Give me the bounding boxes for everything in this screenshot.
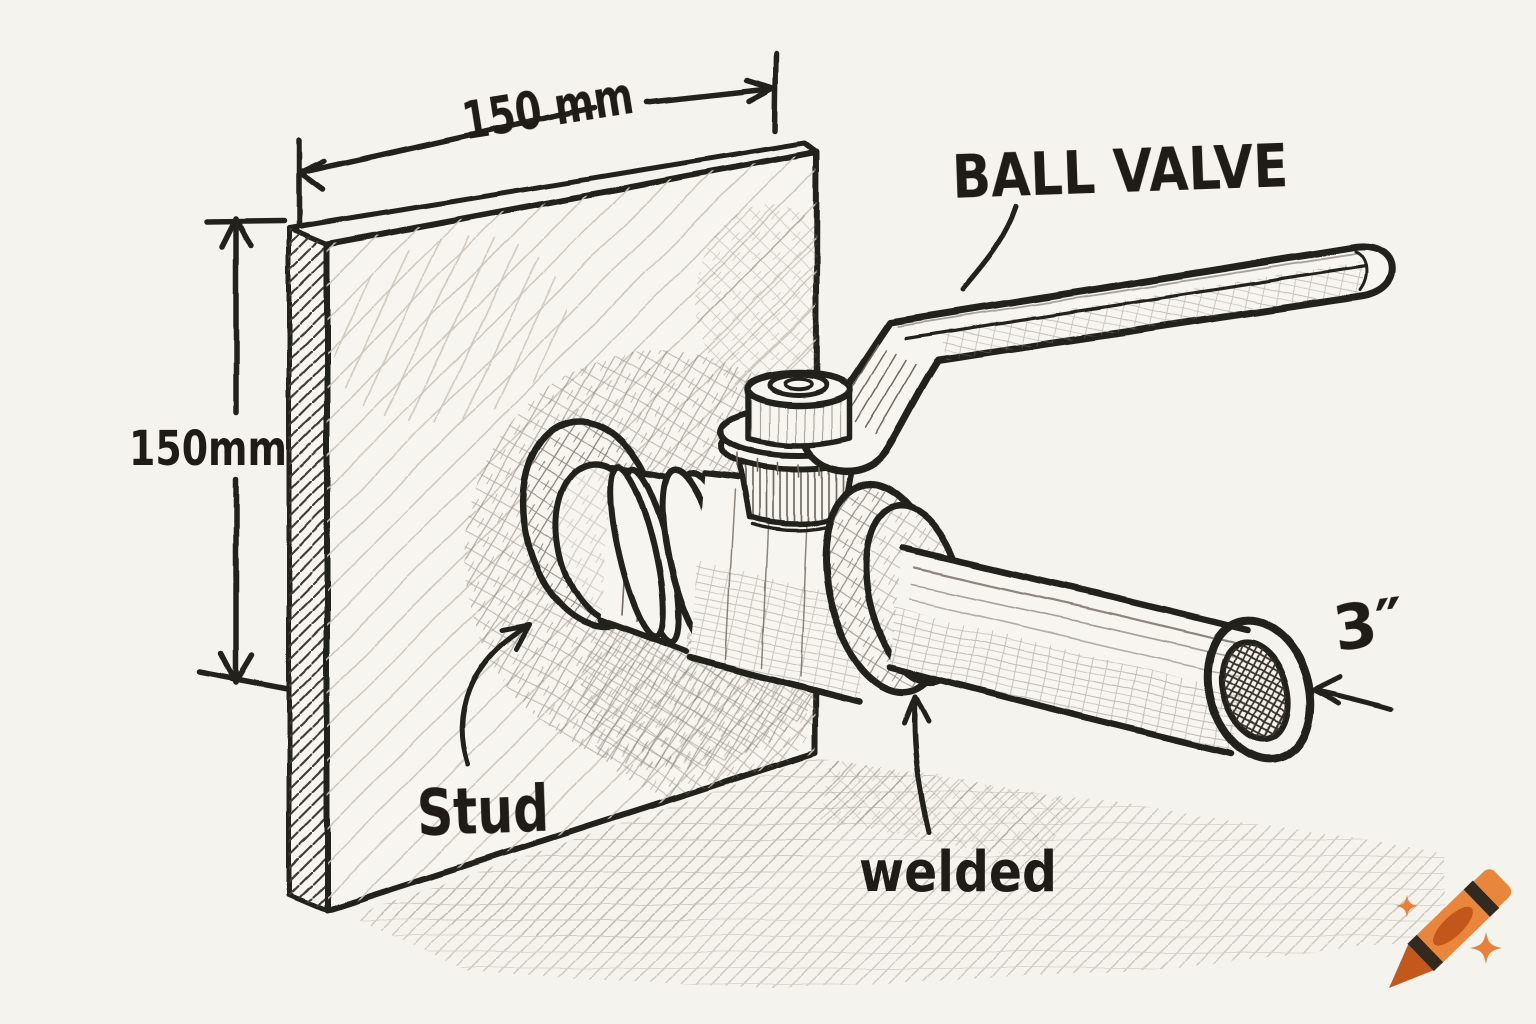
arrowhead bbox=[219, 216, 254, 250]
union-ring-front bbox=[607, 464, 667, 640]
arrowhead bbox=[500, 621, 533, 651]
arrowhead bbox=[743, 77, 776, 104]
pipe-end-rim bbox=[1203, 616, 1315, 764]
ball-valve-label: BALL VALVE bbox=[951, 131, 1289, 213]
stud-label: Stud bbox=[416, 773, 551, 852]
arrowhead bbox=[901, 694, 931, 727]
welded-arrow bbox=[901, 694, 932, 835]
valve-handle bbox=[799, 243, 1396, 475]
height-dimension-label: 150mm bbox=[129, 421, 287, 477]
stem-cap bbox=[744, 369, 854, 448]
arrowhead bbox=[297, 158, 328, 193]
stud-arrow bbox=[459, 621, 533, 767]
crayon-icon bbox=[1389, 869, 1512, 988]
pipe-size-arrow bbox=[1311, 674, 1394, 712]
extension-line bbox=[772, 51, 779, 134]
dimension-width bbox=[296, 51, 779, 229]
sparkle-icon bbox=[1395, 894, 1503, 965]
pipe bbox=[887, 544, 1315, 764]
cast-shadow bbox=[352, 758, 1445, 988]
arrowhead bbox=[1311, 674, 1343, 706]
watermark bbox=[1389, 869, 1512, 988]
extension-line bbox=[204, 218, 287, 225]
width-dimension-label: 150 mm bbox=[458, 66, 637, 152]
ball-valve-leader-line bbox=[959, 203, 1019, 293]
welded-label: welded bbox=[859, 840, 1057, 905]
pipe-bore bbox=[1218, 639, 1292, 743]
dimension-height bbox=[196, 216, 291, 692]
pipe-diameter-label: 3″ bbox=[1329, 583, 1409, 665]
extension-line bbox=[196, 669, 291, 692]
